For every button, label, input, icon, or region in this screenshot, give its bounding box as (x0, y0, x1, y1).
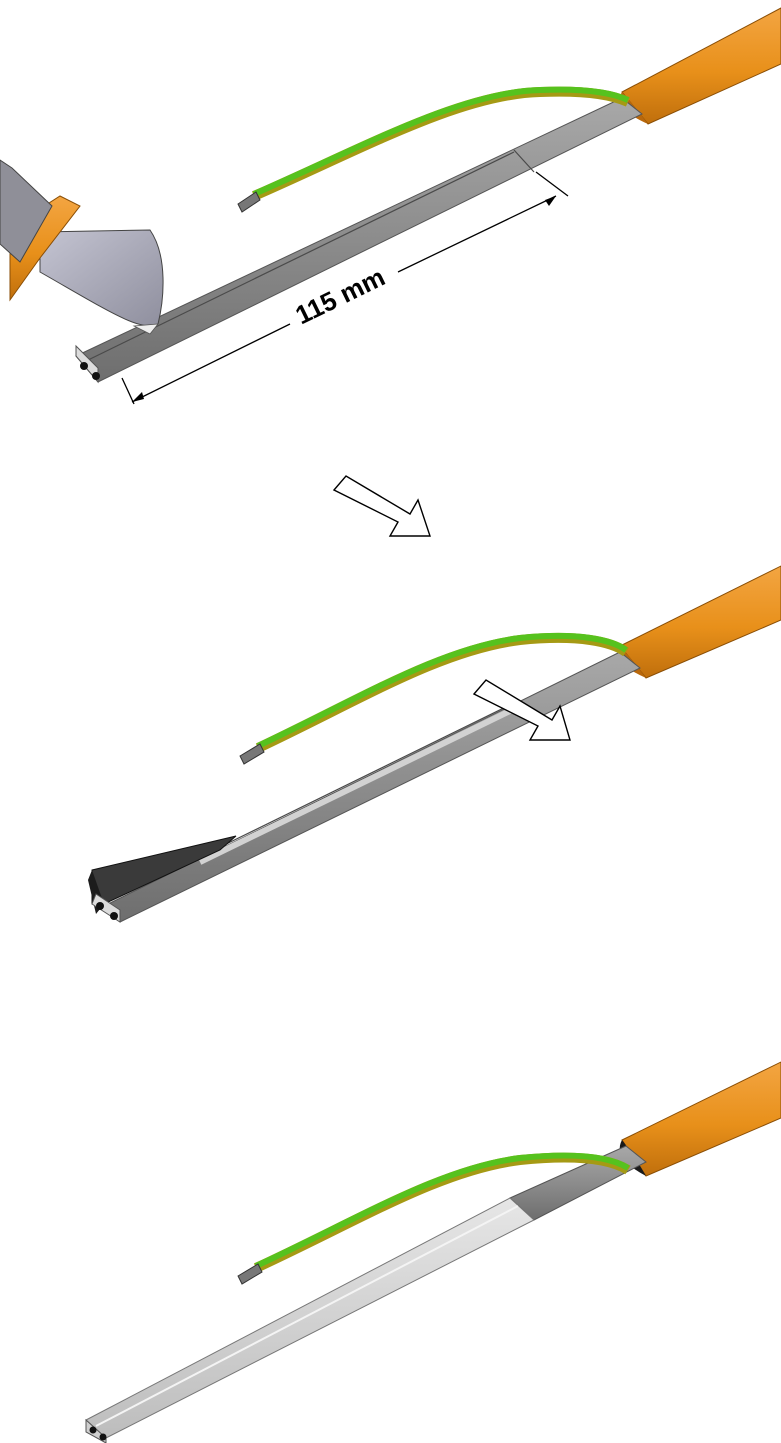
conductor-hole-1 (96, 902, 104, 910)
ground-wire-tip (237, 1263, 263, 1285)
knife-icon (0, 159, 164, 335)
stripped-conductor (85, 1197, 535, 1439)
outer-jacket (621, 7, 781, 125)
peeled-sheath-flap (91, 835, 237, 905)
down-right-arrow-icon (472, 679, 571, 741)
ground-wire-tip (237, 191, 261, 213)
conductor-hole-2 (110, 912, 118, 920)
ground-wire-tip (239, 743, 265, 765)
outer-jacket (619, 565, 781, 679)
knife-handle (0, 159, 53, 263)
conductor-hole-2 (99, 1433, 107, 1441)
outer-jacket (621, 1061, 781, 1177)
conductor-hole-1 (80, 362, 88, 370)
down-right-arrow-icon (332, 475, 431, 537)
dimension-115mm: 115 mm (121, 171, 569, 405)
step-3-stripped-result (85, 1061, 781, 1443)
step-2-peel-sheath (88, 565, 781, 923)
inner-sheath (75, 97, 643, 383)
step-1-measure-and-cut: 115 mm (0, 7, 781, 405)
knife-blade (39, 229, 164, 327)
conductor-hole-1 (89, 1426, 97, 1434)
conductor-hole-2 (92, 372, 100, 380)
